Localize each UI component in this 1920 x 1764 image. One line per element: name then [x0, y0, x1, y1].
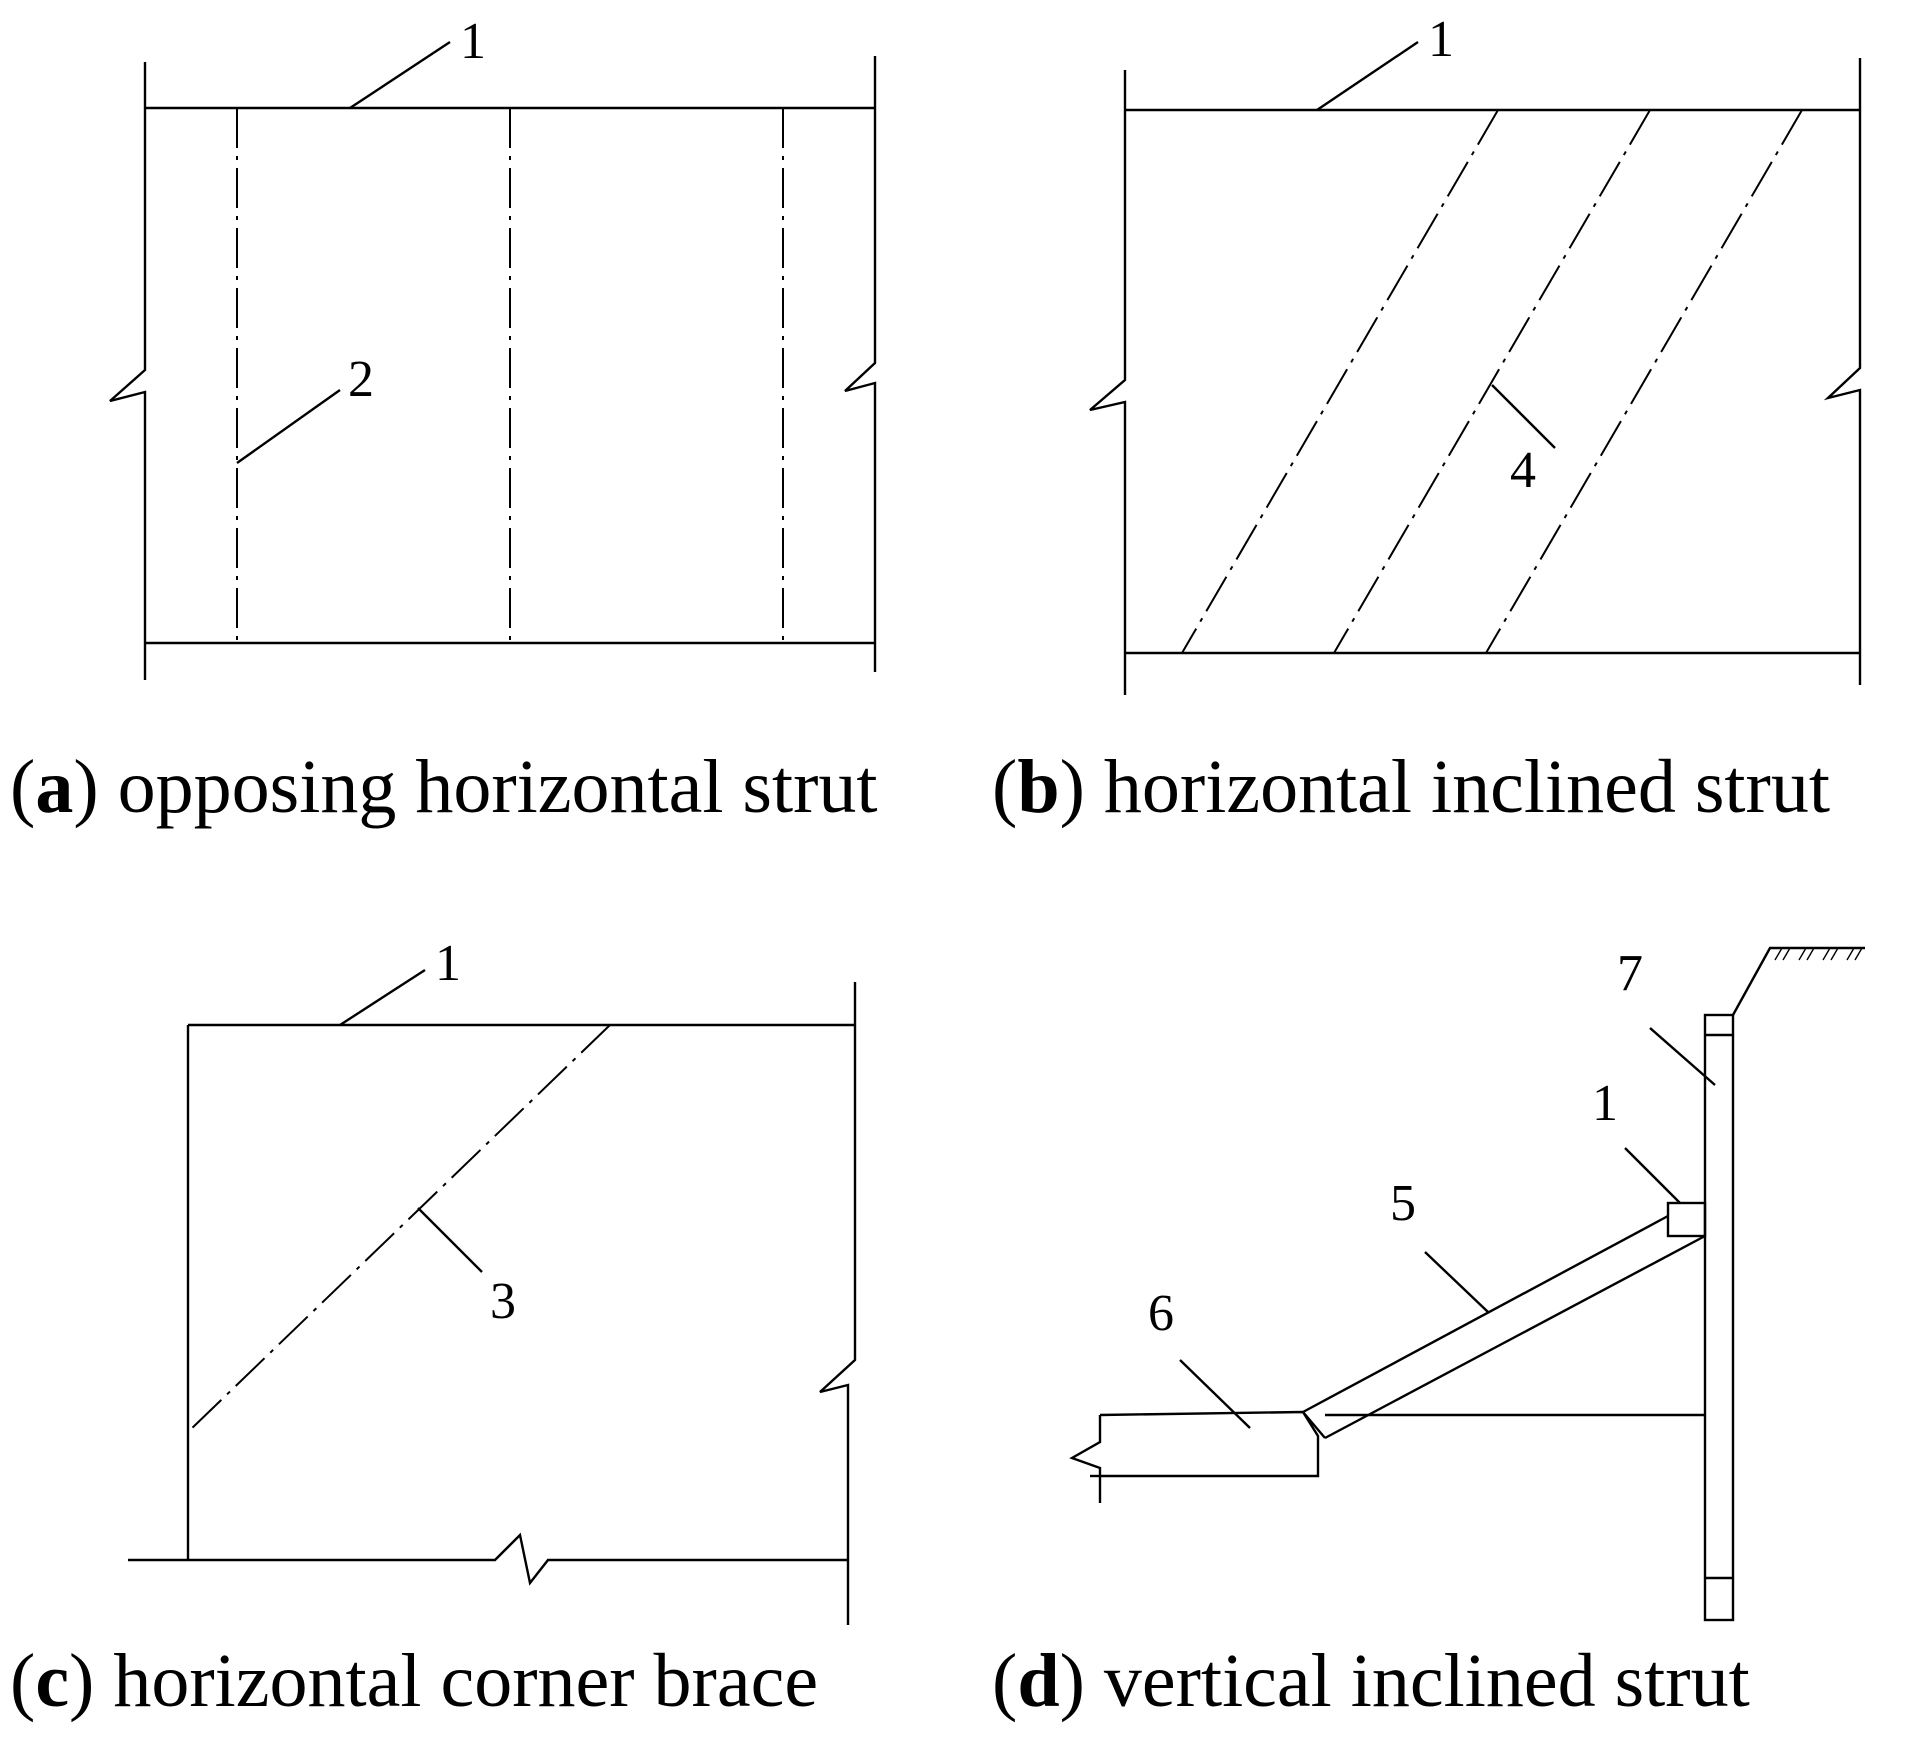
caption-c: (c) horizontal corner brace	[10, 1639, 818, 1723]
panel-b-drawing	[1089, 58, 1862, 695]
label-7: 7	[1617, 945, 1643, 1002]
leader-4: 4	[1491, 384, 1556, 499]
panel-a: 1 2 (a) opposing horizontal strut	[10, 13, 878, 829]
panel-c-drawing	[128, 982, 857, 1625]
label-5: 5	[1390, 1175, 1416, 1232]
caption-c-letter: c	[35, 1639, 69, 1723]
label-6: 6	[1148, 1285, 1174, 1342]
leader-1-a: 1	[349, 13, 486, 110]
label-2: 2	[348, 351, 374, 408]
caption-d-text: vertical inclined strut	[1104, 1639, 1750, 1723]
label-1-c: 1	[435, 935, 461, 992]
label-1-a: 1	[460, 13, 486, 70]
label-1-b: 1	[1428, 11, 1454, 68]
caption-c-text: horizontal corner brace	[113, 1639, 818, 1723]
label-4: 4	[1510, 442, 1536, 499]
leader-1-d: 1	[1592, 1075, 1681, 1204]
caption-b: (b) horizontal inclined strut	[992, 745, 1830, 829]
caption-d: (d) vertical inclined strut	[992, 1639, 1750, 1723]
panel-d-drawing	[1069, 946, 1865, 1622]
caption-a-letter: a	[35, 745, 73, 829]
leader-1-c: 1	[339, 935, 461, 1027]
panel-a-drawing	[109, 56, 877, 680]
leader-6: 6	[1148, 1285, 1251, 1429]
leader-5: 5	[1390, 1175, 1489, 1313]
caption-b-letter: b	[1017, 745, 1059, 829]
leader-1-b: 1	[1316, 11, 1454, 111]
leader-2: 2	[236, 351, 374, 464]
caption-a: (a) opposing horizontal strut	[10, 745, 878, 829]
panel-d: 7 1 5 6 (d) vertical inclined strut	[992, 945, 1865, 1723]
caption-b-text: horizontal inclined strut	[1104, 745, 1830, 829]
caption-a-text: opposing horizontal strut	[118, 745, 878, 829]
panel-c: 1 3 (c) horizontal corner brace	[10, 935, 857, 1723]
caption-d-letter: d	[1017, 1639, 1059, 1723]
leader-3: 3	[417, 1207, 516, 1330]
label-1-d: 1	[1592, 1075, 1618, 1132]
panel-b: 1 4 (b) horizontal inclined strut	[992, 11, 1862, 829]
label-3: 3	[490, 1273, 516, 1330]
leader-7: 7	[1617, 945, 1716, 1086]
